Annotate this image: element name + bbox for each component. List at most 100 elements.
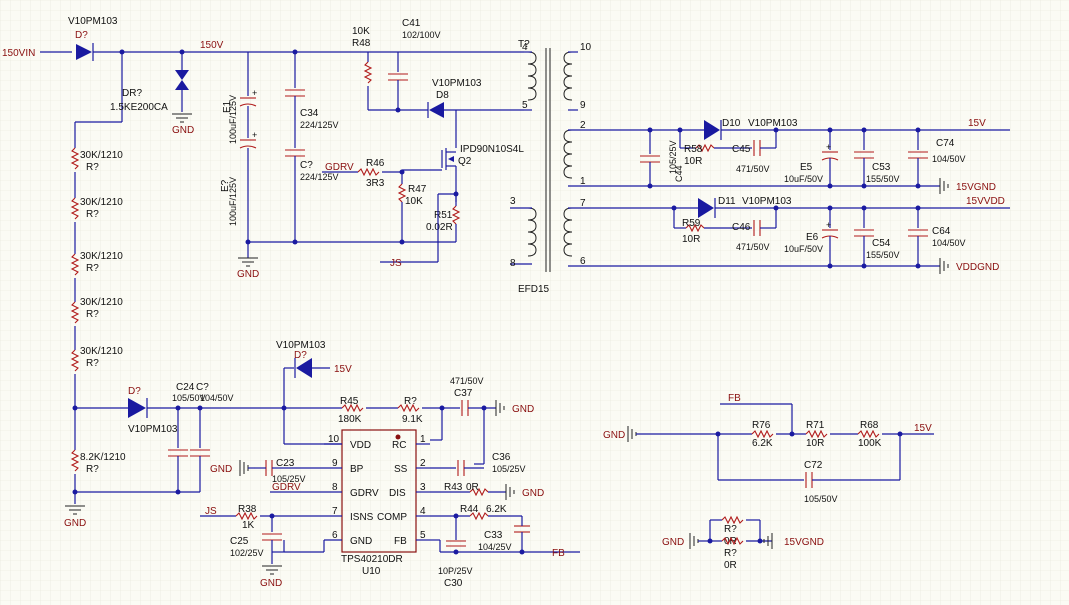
svg-text:+: +	[252, 130, 257, 140]
svg-text:R?: R?	[86, 464, 99, 475]
svg-text:10P/25V: 10P/25V	[438, 566, 473, 576]
resistor-r38[interactable]	[235, 511, 258, 521]
svg-text:2: 2	[580, 120, 586, 131]
svg-text:COMP: COMP	[377, 512, 407, 523]
transformer-t[interactable]: T? EFD15 4 5 3 8 10 9 2 1 7 6	[510, 39, 940, 295]
resistor-r51[interactable]	[451, 205, 461, 225]
svg-text:15V: 15V	[334, 364, 352, 375]
tvs-diode[interactable]	[175, 52, 189, 112]
svg-text:C45: C45	[732, 144, 751, 155]
svg-text:224/125V: 224/125V	[300, 172, 339, 182]
svg-text:4: 4	[522, 42, 528, 53]
svg-text:C44: C44	[674, 165, 684, 182]
ic-u10[interactable]: TPS40210DR U10 10 VDD 9 BP 8 GDRV 7 ISNS…	[324, 429, 430, 577]
svg-text:R46: R46	[366, 158, 385, 169]
svg-text:10R: 10R	[684, 156, 702, 167]
divider-section: 30K/1210 R? 30K/1210 R? 30K/1210 R? 30K/…	[64, 122, 534, 529]
svg-text:V10PM103: V10PM103	[128, 424, 178, 435]
resistor-r-gnd1[interactable]	[721, 515, 744, 525]
svg-text:R68: R68	[860, 420, 879, 431]
resistor-r48[interactable]	[363, 61, 373, 84]
svg-text:GND: GND	[522, 488, 544, 499]
resistor-r45[interactable]	[341, 403, 364, 413]
resistor-r-div-5[interactable]	[70, 349, 80, 372]
svg-text:+: +	[252, 88, 257, 98]
output-15vvdd-section: D11 V10PM103 15VVDD R59 10R C46 471/50V …	[640, 196, 1010, 274]
svg-text:10R: 10R	[806, 438, 824, 449]
resistor-r46[interactable]	[357, 167, 380, 177]
cap-c30[interactable]	[446, 540, 466, 547]
svg-text:GND: GND	[512, 404, 534, 415]
svg-text:BP: BP	[350, 464, 364, 475]
resistor-r-div-3[interactable]	[70, 253, 80, 276]
svg-text:7: 7	[332, 506, 338, 517]
cap-e1[interactable]: +	[239, 88, 257, 107]
svg-text:C46: C46	[732, 222, 751, 233]
svg-text:10K: 10K	[352, 26, 370, 37]
resistor-r68[interactable]	[857, 429, 880, 439]
resistor-r47[interactable]	[397, 183, 407, 203]
svg-text:10: 10	[328, 434, 340, 445]
svg-text:E1: E1	[222, 100, 233, 113]
svg-text:9.1K: 9.1K	[402, 414, 423, 425]
resistor-r71[interactable]	[805, 429, 828, 439]
svg-text:155/50V: 155/50V	[866, 174, 900, 184]
svg-text:105/25V: 105/25V	[668, 140, 678, 174]
svg-text:30K/1210: 30K/1210	[80, 346, 123, 357]
svg-text:C74: C74	[936, 138, 955, 149]
diode-d8[interactable]	[427, 102, 444, 118]
svg-text:5: 5	[522, 100, 528, 111]
svg-text:C64: C64	[932, 226, 951, 237]
resistor-r-div-4[interactable]	[70, 301, 80, 324]
ground-r43: GND	[505, 484, 544, 500]
svg-text:DR?: DR?	[122, 88, 142, 99]
svg-text:R58: R58	[684, 144, 703, 155]
svg-text:+: +	[826, 142, 831, 152]
svg-text:E?: E?	[220, 179, 231, 192]
svg-text:EFD15: EFD15	[518, 284, 550, 295]
mosfet-q2[interactable]	[441, 148, 457, 202]
svg-text:15V: 15V	[914, 423, 932, 434]
svg-text:3: 3	[420, 482, 426, 493]
svg-text:V10PM103: V10PM103	[68, 16, 118, 27]
resistor-r-bot[interactable]	[70, 449, 80, 472]
svg-text:GDRV: GDRV	[272, 482, 301, 493]
svg-text:D?: D?	[75, 30, 88, 41]
diode-d-15[interactable]	[294, 358, 312, 378]
svg-text:15V: 15V	[968, 118, 986, 129]
svg-text:GND: GND	[662, 537, 684, 548]
svg-text:C36: C36	[492, 452, 511, 463]
svg-text:30K/1210: 30K/1210	[80, 297, 123, 308]
resistor-r76[interactable]	[751, 429, 774, 439]
svg-text:VDD: VDD	[350, 440, 371, 451]
cap-e2[interactable]: +	[239, 130, 257, 149]
svg-text:8.2K/1210: 8.2K/1210	[80, 452, 126, 463]
svg-text:5: 5	[420, 530, 426, 541]
resistor-r-div-1[interactable]	[70, 147, 80, 170]
svg-text:R?: R?	[86, 309, 99, 320]
svg-text:10: 10	[580, 42, 592, 53]
svg-text:105/25V: 105/25V	[272, 474, 306, 484]
resistor-r-rc[interactable]	[397, 403, 420, 413]
svg-text:VDDGND: VDDGND	[956, 262, 999, 273]
resistor-r-gnd2[interactable]	[721, 536, 744, 546]
svg-text:C23: C23	[276, 458, 295, 469]
input-section: 150VIN V10PM103 D? 150V DR? 1.5KE200CA	[2, 16, 524, 280]
resistor-r58[interactable]	[695, 143, 715, 153]
svg-text:30K/1210: 30K/1210	[80, 150, 123, 161]
ground-vddgnd: VDDGND	[939, 258, 999, 274]
resistor-r43[interactable]	[469, 487, 489, 497]
resistor-r59[interactable]	[685, 223, 705, 233]
svg-text:6.2K: 6.2K	[486, 504, 507, 515]
svg-text:471/50V: 471/50V	[736, 242, 770, 252]
feedback-section: FB GND R76 6.2K R71 10R R68 100K 15V	[603, 393, 934, 571]
resistor-r-div-2[interactable]	[70, 197, 80, 220]
svg-text:GND: GND	[64, 518, 86, 529]
resistor-r44[interactable]	[469, 511, 489, 521]
svg-text:104/25V: 104/25V	[478, 542, 512, 552]
svg-text:D?: D?	[294, 350, 307, 361]
svg-text:10K: 10K	[405, 196, 423, 207]
svg-text:6.2K: 6.2K	[752, 438, 773, 449]
svg-text:IPD90N10S4L: IPD90N10S4L	[460, 144, 524, 155]
